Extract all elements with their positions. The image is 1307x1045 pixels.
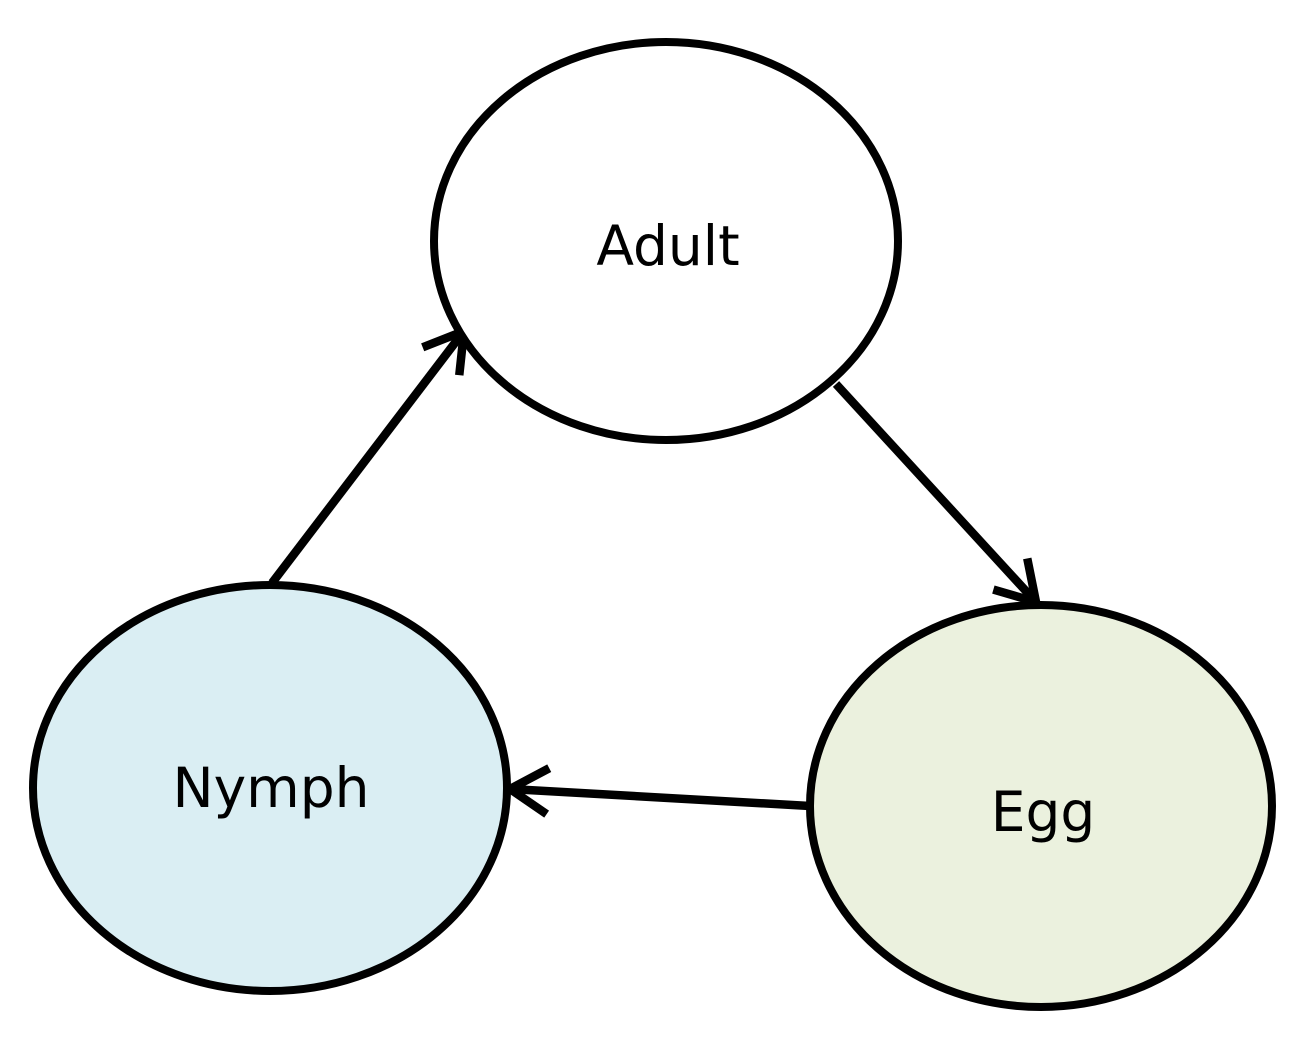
edges: [268, 331, 1036, 806]
node-egg-label: Egg: [991, 780, 1096, 844]
node-adult: Adult: [430, 38, 902, 444]
edge-egg-to-nymph: [510, 789, 811, 806]
edge-nymph-to-adult: [268, 331, 464, 586]
node-adult-shape: [430, 38, 902, 444]
edge-adult-to-egg: [832, 381, 1036, 602]
node-nymph: Nymph: [29, 581, 511, 995]
node-adult-label: Adult: [596, 214, 739, 278]
node-nymph-shape: [29, 581, 511, 995]
node-egg-shape: [806, 601, 1276, 1011]
node-egg: Egg: [806, 601, 1276, 1011]
node-nymph-label: Nymph: [172, 756, 369, 820]
